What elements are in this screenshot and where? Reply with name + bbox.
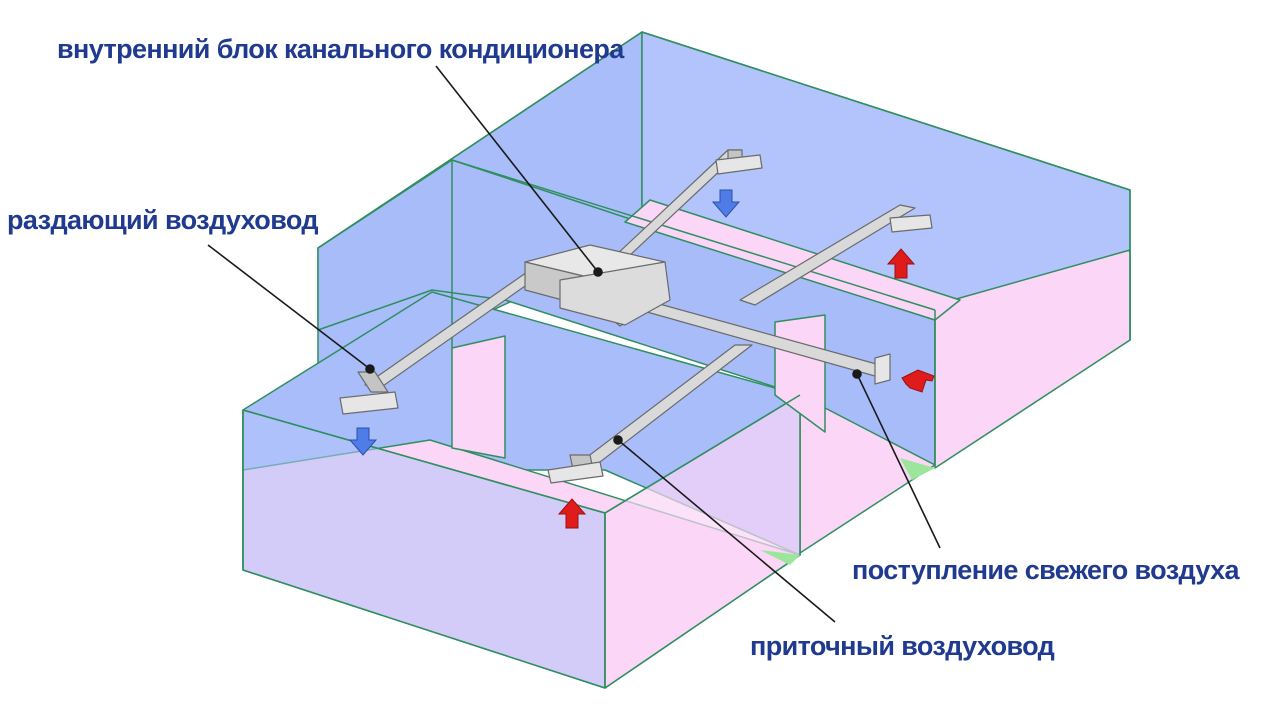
arrow-up-right [886,248,916,279]
indoor-unit-body [559,261,671,326]
arrow-down-left [348,427,378,456]
green-accent-2 [760,550,800,565]
green-accent [900,458,935,480]
edge-front-right [604,394,801,514]
arrow-down-back [711,189,741,218]
leader-supply-duct [617,439,836,623]
label-distribution-duct: раздающий воздуховод [7,205,319,235]
leader-fresh-air [856,373,941,549]
vent-back-left [715,154,763,175]
vent-left [339,391,399,415]
partition-1 [451,335,506,459]
label-indoor-unit: внутренний блок канального кондиционера [57,34,624,64]
building [242,31,1131,689]
leader-indoor-unit [435,65,599,273]
fresh-air-grille [874,353,891,385]
dot-supply-duct [613,435,623,445]
label-fresh-air-intake: поступление свежего воздуха [852,555,1240,585]
vent-right-upper [889,214,933,233]
vent-front [547,461,604,484]
label-supply-duct: приточный воздуховод [750,631,1055,661]
leader-distribution-duct [207,244,371,370]
arrow-up-front [557,498,587,529]
edge-ceiling [451,159,936,311]
dot-distribution-duct [365,364,375,374]
leader-lines [207,65,941,623]
airflow-arrows [348,189,935,529]
dot-indoor-unit [593,267,603,277]
edge-front-top [242,409,606,514]
arrow-fresh-air [901,369,935,393]
dot-fresh-air [852,369,862,379]
top-edge [317,31,1131,249]
duct-right-upper [739,204,916,306]
